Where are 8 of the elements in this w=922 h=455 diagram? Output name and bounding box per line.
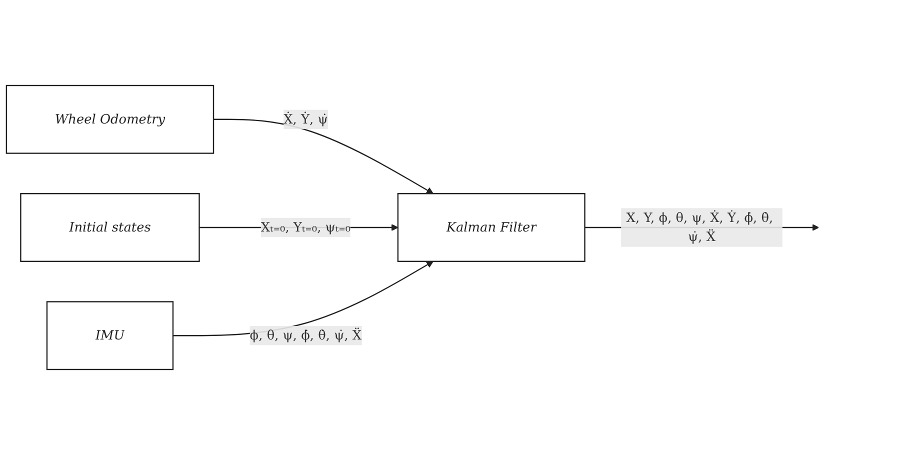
node-box: Initial states [20,193,200,262]
node-box: IMU [46,301,174,370]
edge-label: ϕ, θ, ψ, ϕ̇, θ̇, ψ̇, Ẍ [250,328,362,343]
node-box: Wheel Odometry [6,84,214,154]
arrow [214,118,434,194]
edge-label: Xₜ₌₀, Yₜ₌₀, ψₜ₌₀ [260,219,351,235]
edge-label: Ẋ, Ẏ, ψ̇ [284,111,328,127]
edge-label: X, Y, ϕ, θ, ψ, Ẋ, Ẏ, ϕ̇, θ̇, ψ̇, Ẍ [626,210,774,244]
